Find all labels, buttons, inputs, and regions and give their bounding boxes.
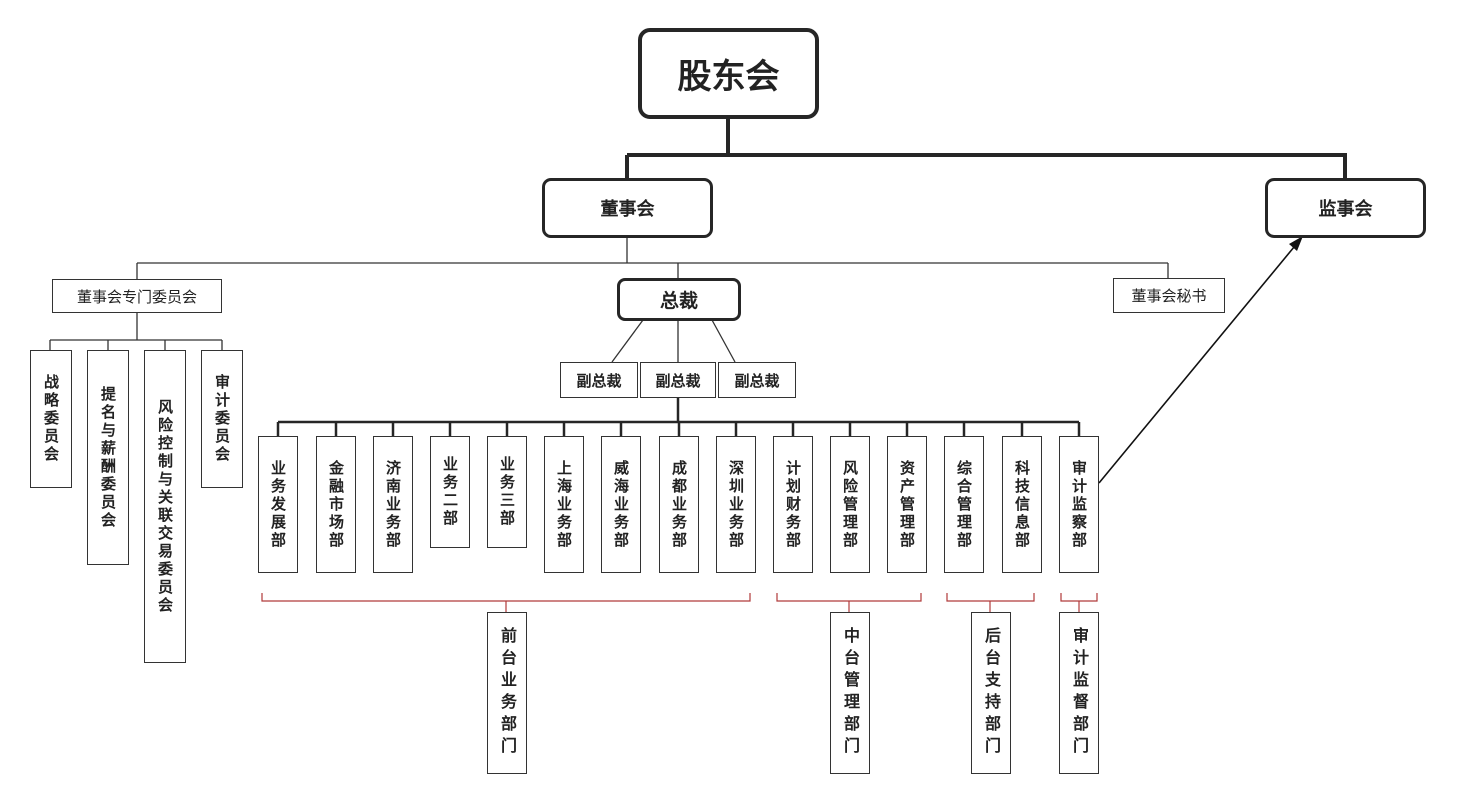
- group-middle-office: 中台管理部门: [830, 612, 870, 774]
- department-box: 深圳业务部: [716, 436, 756, 573]
- committee-risk-related-party: 风险控制与关联交易委员会: [144, 350, 186, 663]
- department-box: 科技信息部: [1002, 436, 1042, 573]
- group-front-office: 前台业务部门: [487, 612, 527, 774]
- vice-president-box: 副总裁: [718, 362, 796, 398]
- department-box: 成都业务部: [659, 436, 699, 573]
- department-box: 业务发展部: [258, 436, 298, 573]
- audit-arrow: [1098, 236, 1303, 484]
- group-brackets: [261, 593, 1098, 612]
- department-box: 审计监察部: [1059, 436, 1099, 573]
- group-back-office: 后台支持部门: [971, 612, 1011, 774]
- group-audit-supervision: 审计监督部门: [1059, 612, 1099, 774]
- department-bus: [276, 397, 1081, 436]
- shareholders-box: 股东会: [638, 28, 819, 119]
- thin-connectors: [49, 237, 1169, 363]
- board-committees-box: 董事会专门委员会: [52, 279, 222, 313]
- committee-nomination-compensation: 提名与薪酬委员会: [87, 350, 129, 565]
- committee-audit: 审计委员会: [201, 350, 243, 488]
- president-box: 总裁: [617, 278, 741, 321]
- board-box: 董事会: [542, 178, 713, 238]
- department-box: 济南业务部: [373, 436, 413, 573]
- department-box: 风险管理部: [830, 436, 870, 573]
- vice-president-box: 副总裁: [640, 362, 716, 398]
- department-box: 业务三部: [487, 436, 527, 548]
- department-box: 计划财务部: [773, 436, 813, 573]
- committee-strategy: 战略委员会: [30, 350, 72, 488]
- supervisory-board-box: 监事会: [1265, 178, 1426, 238]
- vice-president-box: 副总裁: [560, 362, 638, 398]
- department-box: 综合管理部: [944, 436, 984, 573]
- top-connectors: [625, 115, 1347, 180]
- department-box: 上海业务部: [544, 436, 584, 573]
- department-box: 业务二部: [430, 436, 470, 548]
- department-box: 资产管理部: [887, 436, 927, 573]
- department-box: 金融市场部: [316, 436, 356, 573]
- board-secretary-box: 董事会秘书: [1113, 278, 1225, 313]
- department-box: 威海业务部: [601, 436, 641, 573]
